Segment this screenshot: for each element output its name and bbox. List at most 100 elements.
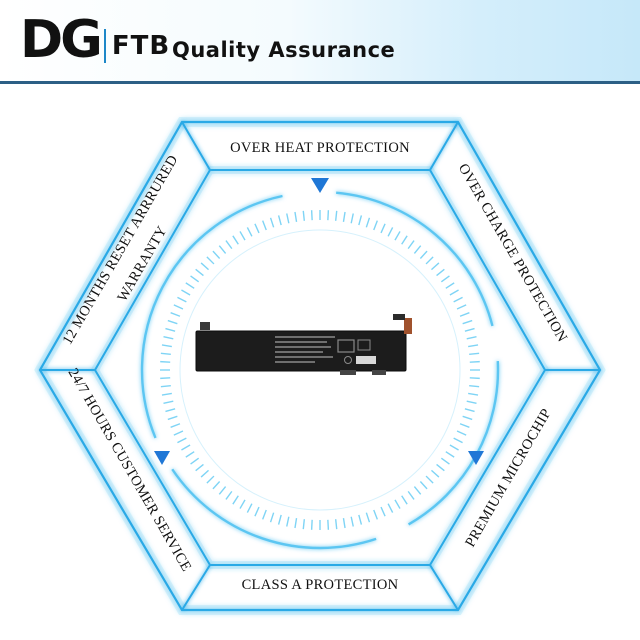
tick-mark <box>358 514 363 525</box>
arrow-down-icon <box>468 451 484 465</box>
tick-mark <box>466 336 477 340</box>
tick-mark <box>167 415 178 421</box>
tick-mark <box>456 304 467 310</box>
tick-mark <box>206 256 215 265</box>
tick-mark <box>469 352 480 356</box>
tick-mark <box>407 490 415 500</box>
tick-mark <box>413 486 422 495</box>
tick-mark <box>294 211 298 222</box>
tick-mark <box>294 518 298 529</box>
tick-mark <box>286 213 290 224</box>
tick-mark <box>163 336 174 340</box>
brand-header: DG FTB Quality Assurance <box>0 0 640 84</box>
tick-mark <box>190 457 200 465</box>
tick-mark <box>445 451 455 458</box>
tick-mark <box>225 240 233 250</box>
tick-mark <box>445 282 455 289</box>
tick-mark <box>262 220 267 231</box>
tick-mark <box>401 235 408 245</box>
tick-mark <box>232 235 239 245</box>
tick-mark <box>254 506 260 517</box>
tick-mark <box>181 444 191 451</box>
tick-mark <box>212 481 221 490</box>
tick-mark <box>161 344 172 348</box>
tick-mark <box>286 516 290 527</box>
tick-mark <box>161 392 172 396</box>
logo-subtext: FTB <box>111 31 171 61</box>
tick-mark <box>212 250 221 259</box>
tick-mark <box>327 210 330 221</box>
tick-mark <box>177 296 187 303</box>
tick-mark <box>431 469 440 478</box>
tick-ring <box>160 210 480 530</box>
tick-mark <box>302 519 306 530</box>
tick-mark <box>413 245 422 254</box>
tick-mark <box>160 360 171 363</box>
tick-mark <box>436 268 445 277</box>
tick-mark <box>387 503 394 513</box>
tick-mark <box>302 210 306 221</box>
tick-mark <box>173 304 184 310</box>
tick-mark <box>462 415 473 421</box>
tick-mark <box>177 437 187 444</box>
tick-mark <box>310 210 313 221</box>
tick-mark <box>200 262 209 271</box>
tick-mark <box>440 275 450 283</box>
battery-pack-icon <box>195 314 412 375</box>
tick-mark <box>425 475 434 484</box>
brand-logo: DG FTB <box>20 12 170 68</box>
tick-mark <box>350 213 354 224</box>
tick-mark <box>170 423 181 428</box>
arc-segment <box>336 191 494 327</box>
tick-mark <box>358 215 363 226</box>
tick-mark <box>365 512 371 523</box>
tick-mark <box>218 245 227 254</box>
tick-mark <box>469 377 480 380</box>
tick-mark <box>190 275 200 283</box>
tick-mark <box>453 437 463 444</box>
arc-segment <box>140 194 283 439</box>
tick-mark <box>342 518 346 529</box>
tick-mark <box>167 319 178 325</box>
tick-mark <box>462 319 473 325</box>
tick-mark <box>342 211 346 222</box>
logo-mark: DG <box>20 10 103 70</box>
tick-mark <box>459 423 470 428</box>
tick-mark <box>185 282 195 289</box>
label-customer-service: 24/7 HOURS CUSTOMER SERVICE <box>65 366 195 575</box>
tick-mark <box>394 499 401 509</box>
tick-mark <box>165 327 176 332</box>
tick-mark <box>373 220 378 231</box>
tick-mark <box>387 227 394 237</box>
tick-mark <box>277 514 282 525</box>
tick-mark <box>449 289 459 296</box>
tick-mark <box>225 490 233 500</box>
tick-mark <box>449 444 459 451</box>
tick-mark <box>239 499 246 509</box>
tick-mark <box>262 509 267 520</box>
tick-mark <box>334 519 338 530</box>
tick-mark <box>277 215 282 226</box>
tick-mark <box>239 231 246 241</box>
inner-circle <box>179 229 461 511</box>
tick-mark <box>206 475 215 484</box>
tick-mark <box>200 469 209 478</box>
tick-mark <box>464 327 475 332</box>
tick-mark <box>425 256 434 265</box>
arc-segment <box>407 361 500 526</box>
tick-mark <box>419 481 428 490</box>
tick-mark <box>246 503 253 513</box>
tick-mark <box>334 210 338 221</box>
tick-mark <box>468 392 479 396</box>
tick-mark <box>160 384 171 388</box>
tick-mark <box>365 217 371 228</box>
tick-mark <box>269 217 275 228</box>
tick-mark <box>440 457 450 465</box>
tick-mark <box>160 377 171 380</box>
tick-mark <box>160 352 171 356</box>
tick-mark <box>218 486 227 495</box>
tick-mark <box>327 519 330 530</box>
tick-mark <box>173 430 184 436</box>
tick-mark <box>394 231 401 241</box>
tick-mark <box>466 400 477 404</box>
